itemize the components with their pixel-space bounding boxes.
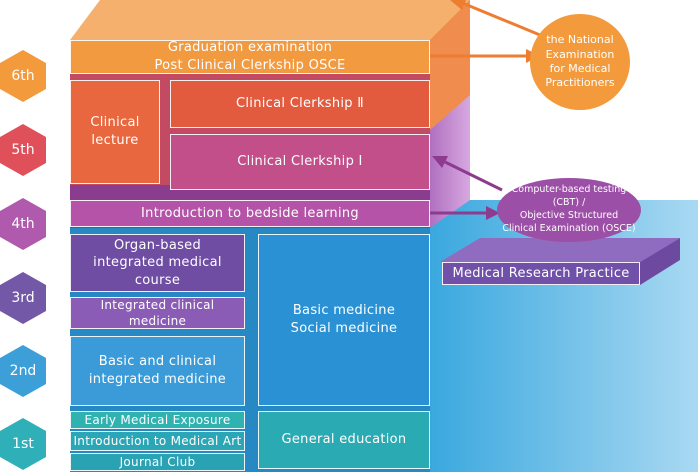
organ-based-box: Organ-based integrated medical course [70,234,245,292]
arrow-cbt-head [486,206,500,220]
year-4th: 4th [0,198,46,250]
intro-medical-art-box: Introduction to Medical Art [70,431,245,451]
basic-social-box: Basic medicine Social medicine [258,234,430,406]
journal-club-box: Journal Club [70,453,245,471]
research-slab-side [640,238,680,285]
clinical-clerkship-2-box: Clinical Clerkship Ⅱ [170,80,430,128]
year-6th: 6th [0,50,46,102]
early-exposure-box: Early Medical Exposure [70,411,245,429]
arrow-up [459,0,541,37]
integrated-clinical-box: Integrated clinical medicine [70,297,245,329]
clinical-clerkship-1-box: Clinical Clerkship Ⅰ [170,134,430,190]
clinical-lecture-box: Clinical lecture [70,80,160,184]
band-6th-top [70,0,470,40]
arrow-cbt-top [444,160,503,192]
arrow-up-head [450,0,466,10]
band-5th-side [430,95,470,230]
national-exam-oval: the National Examination for Medical Pra… [530,14,630,110]
general-education-box: General education [258,411,430,469]
year-5th: 5th [0,124,46,176]
bedside-learning-box: Introduction to bedside learning [70,200,430,227]
basic-clinical-box: Basic and clinical integrated medicine [70,336,245,406]
research-slab-top [440,238,680,262]
arrow-cbt-top-head [432,156,448,168]
cbt-osce-oval: Computer-based testing (CBT) / Objective… [497,178,641,242]
research-practice-box: Medical Research Practice [442,262,640,285]
graduation-exam-box: Graduation examination Post Clinical Cle… [70,40,430,74]
